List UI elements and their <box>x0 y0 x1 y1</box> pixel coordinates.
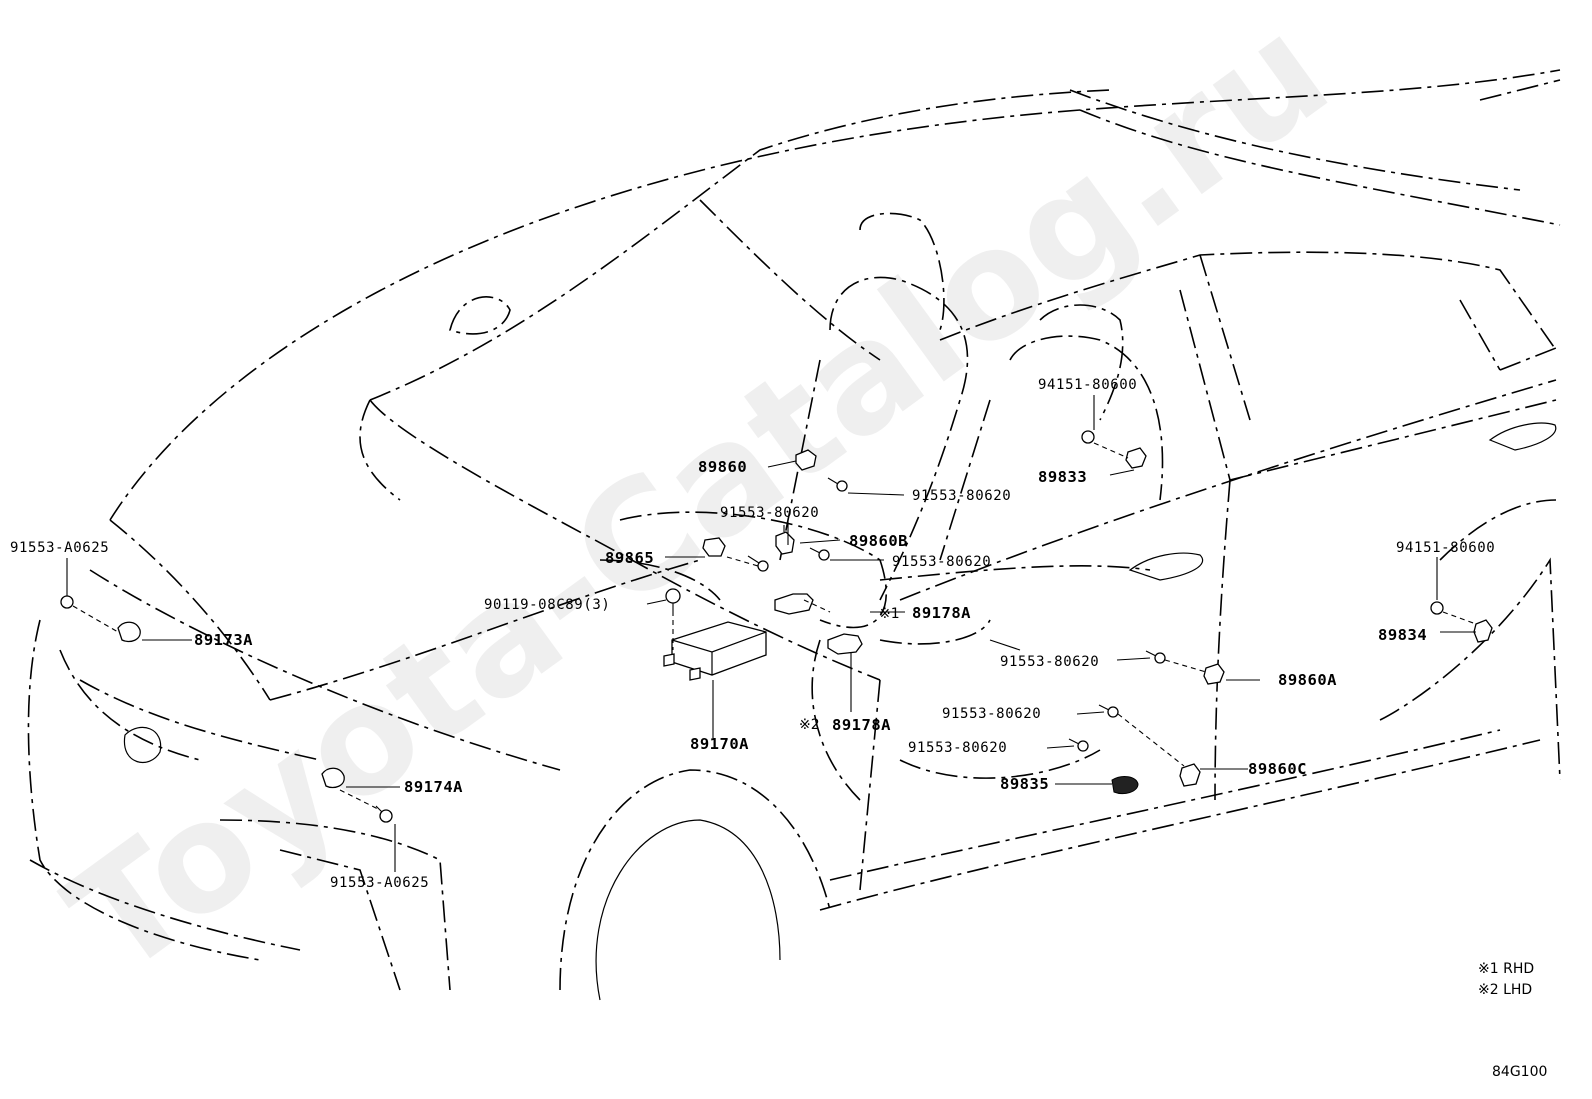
sensor-89865-icon <box>702 537 726 557</box>
bolt-icon <box>60 590 74 609</box>
sensor-89860A-icon <box>1203 663 1225 685</box>
label-90119-08C89: 90119-08C89(3) <box>484 597 610 613</box>
label-91553-A0625: 91553-A0625 <box>330 875 429 891</box>
sensor-89833-icon <box>1125 447 1147 469</box>
label-89865: 89865 <box>605 549 654 567</box>
label-89860B: 89860B <box>849 532 908 550</box>
sensor-89835-icon <box>1111 776 1139 795</box>
label-89178A: 89178A <box>912 604 971 622</box>
label-91553-80620: 91553-80620 <box>720 505 819 521</box>
parts <box>60 430 1493 823</box>
label-89833: 89833 <box>1038 468 1087 486</box>
bolt-icon <box>375 805 393 823</box>
nut-icon <box>1430 601 1444 615</box>
label-89170A: 89170A <box>690 735 749 753</box>
label-91553-80620: 91553-80620 <box>892 554 991 570</box>
airbag-ecu-89170A <box>663 621 767 681</box>
bolt-icon <box>827 477 848 492</box>
label-89834: 89834 <box>1378 626 1427 644</box>
footnotes: ※1 RHD ※2 LHD 84G100 <box>1478 961 1547 1080</box>
note-lhd: ※2 LHD <box>1478 982 1532 998</box>
label-89178A: 89178A <box>832 716 891 734</box>
label-89860: 89860 <box>698 458 747 476</box>
sensor-89173A-icon <box>117 621 141 643</box>
diagram-code: 84G100 <box>1492 1064 1547 1080</box>
sensor-89834-icon <box>1473 619 1493 643</box>
sensor-89178A-rhd-icon <box>774 593 814 615</box>
label-89860C: 89860C <box>1248 760 1307 778</box>
bolt-icon <box>809 547 830 561</box>
car-body-outline <box>27 69 1561 1001</box>
sensor-89860B-icon <box>775 531 795 555</box>
bolt-icon <box>747 555 769 572</box>
bolt-icon <box>1098 704 1119 718</box>
nut-icon <box>1081 430 1095 444</box>
bolt-icon <box>1145 650 1166 664</box>
note-mark-lhd: ※2 <box>799 717 820 733</box>
leader-lines <box>66 395 1477 872</box>
sensor-89174A-icon <box>321 767 345 789</box>
label-89835: 89835 <box>1000 775 1049 793</box>
bolt-icon <box>1068 738 1089 752</box>
label-91553-80620: 91553-80620 <box>942 706 1041 722</box>
sensor-89178A-lhd-icon <box>827 633 863 655</box>
label-89174A: 89174A <box>404 778 463 796</box>
label-91553-80620: 91553-80620 <box>1000 654 1099 670</box>
note-rhd: ※1 RHD <box>1478 961 1534 977</box>
label-91553-80620: 91553-80620 <box>912 488 1011 504</box>
note-mark-rhd: ※1 <box>879 606 900 622</box>
label-89860A: 89860A <box>1278 671 1337 689</box>
sensor-89860-icon <box>795 449 817 471</box>
label-91553-A0625: 91553-A0625 <box>10 540 109 556</box>
sensor-89860C-icon <box>1179 763 1201 787</box>
bolt-icon <box>665 588 681 616</box>
label-91553-80620: 91553-80620 <box>908 740 1007 756</box>
label-94151-80600: 94151-80600 <box>1038 377 1137 393</box>
label-94151-80600: 94151-80600 <box>1396 540 1495 556</box>
part-labels: 89860 91553-80620 94151-80600 89833 9155… <box>10 377 1495 891</box>
label-89173A: 89173A <box>194 631 253 649</box>
